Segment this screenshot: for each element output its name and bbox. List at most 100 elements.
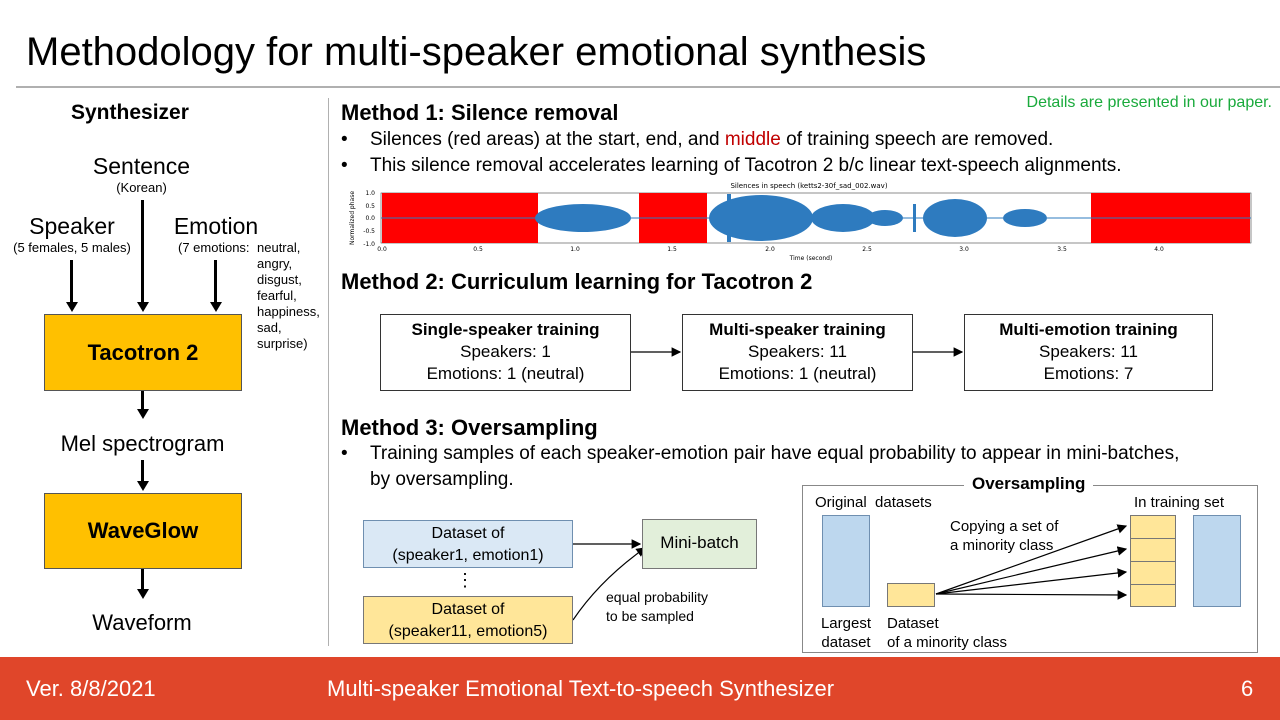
dataset-box-speaker1: Dataset of (speaker1, emotion1) [363, 520, 573, 568]
bullet1-pre: Silences (red areas) at the start, end, … [370, 129, 725, 150]
emotion-item: neutral, [257, 240, 301, 255]
wave-burst-2 [709, 195, 813, 241]
ytick-1: 1.0 [365, 190, 375, 197]
stage-emotions: Emotions: 7 [1043, 364, 1134, 383]
dataset-pair: (speaker11, emotion5) [388, 623, 548, 640]
ytick-3: 0.0 [365, 215, 375, 222]
emotion-item: fearful, [257, 288, 297, 303]
method1-bullet1: •Silences (red areas) at the start, end,… [341, 129, 1053, 151]
minority-line1: Dataset [887, 615, 939, 632]
ytick-5: -1.0 [363, 241, 375, 248]
silence-waveform-plot: Silences in speech (ketts2-30f_sad_002.w… [349, 182, 1252, 262]
xtick-6: 2.5 [862, 246, 872, 253]
copying-note: Copying a set of a minority class [950, 517, 1058, 555]
ytick-2: 0.5 [365, 203, 375, 210]
slide-title: Methodology for multi-speaker emotional … [26, 30, 927, 74]
mel-spectrogram-label: Mel spectrogram [60, 431, 225, 456]
emotion-item: surprise) [257, 336, 308, 351]
wave-spike-1 [727, 194, 731, 242]
bullet2-text: This silence removal accelerates learnin… [370, 155, 1122, 176]
sentence-label: Sentence [92, 153, 191, 179]
equal-line2: to be sampled [606, 608, 694, 624]
emotion-item: sad, [257, 320, 282, 335]
minibatch-box: Mini-batch [642, 519, 757, 569]
bullet-dot: • [341, 443, 348, 464]
emotion-sublabel: (7 emotions: [178, 240, 250, 255]
wave-burst-1 [535, 204, 631, 232]
wave-burst-4 [867, 210, 903, 226]
waveform-label: Waveform [92, 610, 192, 635]
method3-bullet-line1: Training samples of each speaker-emotion… [370, 443, 1180, 464]
xtick-1: 0.0 [377, 246, 387, 253]
emotion-label: Emotion [173, 213, 259, 239]
footer-page-number: 6 [1241, 676, 1254, 701]
wave-burst-5 [923, 199, 987, 237]
sentence-sublabel: (Korean) [116, 180, 167, 195]
paper-note: Details are presented in our paper. [1026, 94, 1272, 111]
stack-copy [1131, 516, 1175, 539]
xtick-9: 4.0 [1154, 246, 1164, 253]
tacotron-box: Tacotron 2 [44, 314, 242, 391]
xtick-2: 0.5 [473, 246, 483, 253]
dataset-label: Dataset of [431, 601, 505, 618]
method1-heading: Method 1: Silence removal [341, 100, 619, 125]
stage-speakers: Speakers: 11 [748, 342, 847, 361]
wave-burst-3 [811, 204, 875, 232]
copying-line1: Copying a set of [950, 518, 1059, 535]
method3-bullet: • Training samples of each speaker-emotio… [341, 443, 1179, 465]
xtick-3: 1.0 [570, 246, 580, 253]
speaker-arrow-head [65, 302, 78, 312]
equal-line1: equal probability [606, 589, 708, 605]
dataset-ellipsis: ⋮ [456, 570, 474, 590]
xtick-8: 3.5 [1057, 246, 1067, 253]
oversampled-stack [1130, 515, 1176, 607]
emotion-arrow-shaft [214, 260, 217, 302]
tacotron-arrow-shaft [141, 391, 144, 409]
bullet1-post: of training speech are removed. [780, 129, 1054, 150]
training-largest-bar [1193, 515, 1241, 607]
plot-xlabel: Time (second) [789, 255, 833, 262]
footer-bar: Ver. 8/8/2021 Multi-speaker Emotional Te… [0, 657, 1280, 720]
plot-title: Silences in speech (ketts2-30f_sad_002.w… [730, 182, 887, 190]
emotion-item: happiness, [257, 304, 320, 319]
waveglow-arrow-shaft [141, 569, 144, 589]
largest-dataset-label: Largest dataset [812, 614, 880, 652]
minority-dataset-bar [887, 583, 935, 607]
column-separator [328, 98, 329, 646]
oversampling-panel-title: Oversampling [964, 474, 1094, 494]
wave-spike-2 [913, 204, 916, 232]
stage-emotions: Emotions: 1 (neutral) [426, 364, 585, 383]
xtick-5: 2.0 [765, 246, 775, 253]
dataset-pair: (speaker1, emotion1) [392, 547, 544, 564]
title-divider [16, 86, 1280, 88]
original-datasets-label: Original datasets [815, 494, 932, 511]
mel-arrow-head [136, 481, 149, 491]
waveglow-arrow-head [136, 589, 149, 599]
stage-multi-speaker: Multi-speaker training Speakers: 11 Emot… [682, 314, 913, 391]
stage-speakers: Speakers: 1 [460, 342, 551, 361]
dataset-label: Dataset of [431, 525, 505, 542]
stage-title: Multi-emotion training [999, 320, 1178, 339]
dataset-box-speaker11: Dataset of (speaker11, emotion5) [363, 596, 573, 644]
in-training-set-label: In training set [1134, 494, 1225, 511]
method2-heading: Method 2: Curriculum learning for Tacotr… [341, 269, 813, 294]
stage-title: Multi-speaker training [709, 320, 886, 339]
waveglow-box: WaveGlow [44, 493, 242, 569]
minority-line2: of a minority class [887, 634, 1008, 651]
bullet1-red: middle [724, 129, 781, 150]
largest-dataset-bar [822, 515, 870, 607]
equal-probability-note: equal probability to be sampled [606, 588, 708, 626]
ytick-4: -0.5 [363, 228, 375, 235]
method3-bullet-line2: by oversampling. [370, 469, 514, 490]
footer-title: Multi-speaker Emotional Text-to-speech S… [327, 676, 835, 701]
bullet-dot: • [341, 155, 348, 176]
stage-speakers: Speakers: 11 [1039, 342, 1138, 361]
tacotron-arrow-head [136, 409, 149, 419]
method3-heading: Method 3: Oversampling [341, 415, 598, 440]
stack-copy [1131, 562, 1175, 585]
wave-burst-6 [1003, 209, 1047, 227]
stage-title: Single-speaker training [411, 320, 600, 339]
footer-version: Ver. 8/8/2021 [26, 676, 156, 701]
speaker-sublabel: (5 females, 5 males) [13, 240, 131, 255]
emotion-item: angry, [257, 256, 293, 271]
